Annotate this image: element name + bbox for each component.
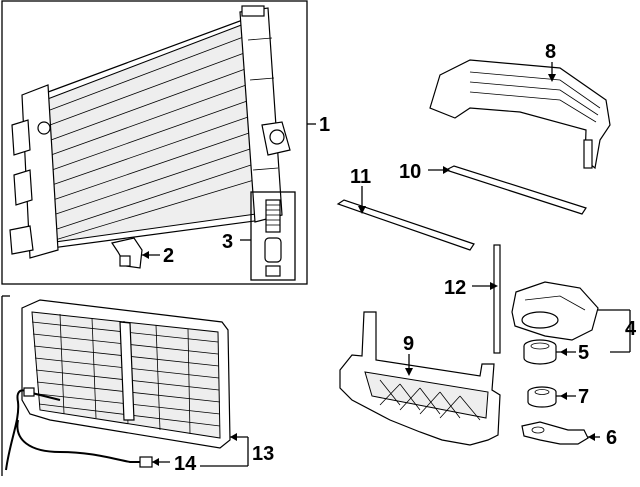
- lower-bracket-6: 6: [521, 421, 617, 449]
- radiator-group: 1: [1, 0, 330, 285]
- radiator-bracket: 2: [111, 237, 174, 269]
- insulator-5: 5: [523, 339, 589, 365]
- callout-14: 14: [174, 453, 197, 475]
- callout-2: 2: [163, 245, 174, 267]
- callout-11: 11: [350, 166, 371, 188]
- radiator: [9, 5, 291, 259]
- callout-3: 3: [222, 231, 233, 253]
- side-seal: 11: [336, 166, 475, 251]
- callout-6: 6: [606, 427, 617, 449]
- vertical-seal: 12: [444, 244, 501, 354]
- wiring-harness: 14: [5, 387, 197, 475]
- mount-bracket: 4: [511, 281, 637, 353]
- callout-8: 8: [545, 41, 556, 63]
- insulator-7: 7: [527, 386, 589, 408]
- callout-1: 1: [319, 114, 330, 136]
- callout-10: 10: [399, 161, 421, 183]
- upper-baffle: 8: [429, 41, 611, 170]
- callout-5: 5: [578, 342, 589, 364]
- upper-seal: 10: [399, 161, 587, 215]
- grille-shutter: 13: [1, 295, 274, 476]
- drain-plug-kit: 3: [222, 191, 296, 281]
- callout-9: 9: [403, 333, 414, 355]
- callout-13: 13: [252, 443, 274, 465]
- radiator-frame-box: [1, 0, 308, 285]
- lower-support: 9: [339, 311, 501, 446]
- callout-4: 4: [625, 318, 637, 340]
- callout-7: 7: [578, 386, 589, 408]
- callout-12: 12: [444, 277, 466, 299]
